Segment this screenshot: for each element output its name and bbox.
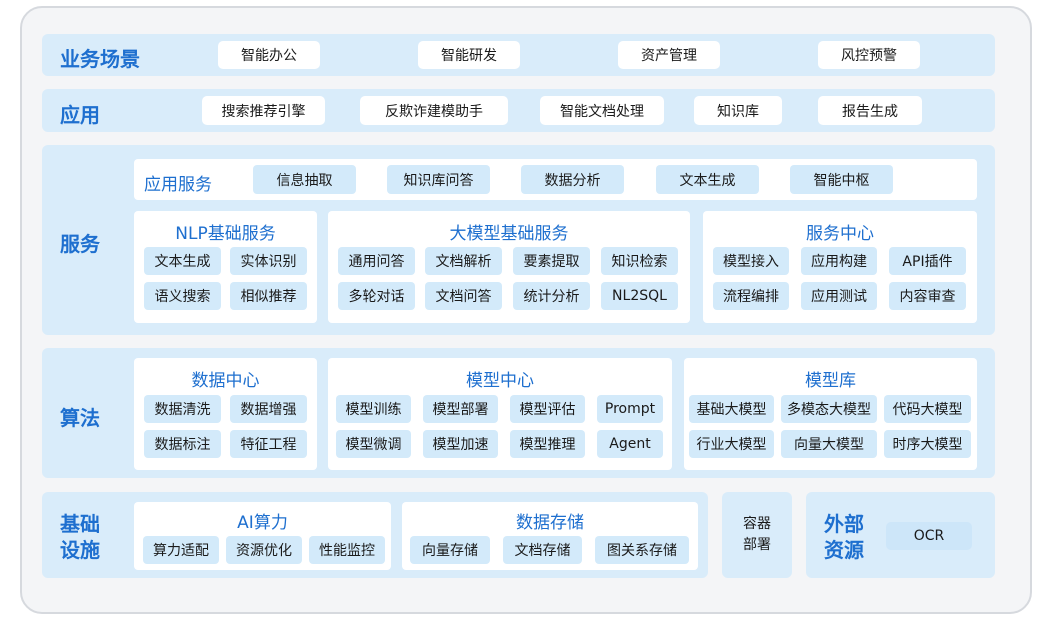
model-center-item[interactable]: 模型评估 — [510, 395, 585, 423]
application-item[interactable]: 智能文档处理 — [540, 96, 664, 125]
llm-item[interactable]: 知识检索 — [601, 247, 678, 275]
app-service-row: 应用服务 信息抽取 知识库问答 数据分析 文本生成 智能中枢 — [134, 159, 977, 200]
data-storage-item[interactable]: 图关系存储 — [595, 536, 689, 564]
data-center-item[interactable]: 数据增强 — [230, 395, 307, 423]
ocr-chip[interactable]: OCR — [886, 522, 972, 550]
ai-compute-item[interactable]: 资源优化 — [226, 536, 302, 564]
app-service-label: 应用服务 — [144, 175, 212, 195]
app-service-item[interactable]: 信息抽取 — [253, 165, 356, 194]
data-center-item[interactable]: 数据清洗 — [144, 395, 221, 423]
model-center-panel: 模型中心 模型训练 模型部署 模型评估 Prompt 模型微调 模型加速 模型推… — [328, 358, 672, 470]
model-center-item[interactable]: Agent — [597, 430, 663, 458]
service-center-item[interactable]: 模型接入 — [713, 247, 789, 275]
model-center-item[interactable]: 模型训练 — [336, 395, 411, 423]
service-center-panel: 服务中心 模型接入 应用构建 API插件 流程编排 应用测试 内容审查 — [703, 211, 977, 323]
model-library-item[interactable]: 时序大模型 — [884, 430, 971, 458]
model-center-item[interactable]: Prompt — [597, 395, 663, 423]
application-item[interactable]: 报告生成 — [818, 96, 922, 125]
application-item[interactable]: 搜索推荐引擎 — [202, 96, 325, 125]
external-resources-title: 外部 资源 — [824, 511, 864, 563]
app-service-item[interactable]: 文本生成 — [656, 165, 759, 194]
service-center-item[interactable]: API插件 — [889, 247, 966, 275]
ai-compute-panel: AI算力 算力适配 资源优化 性能监控 — [134, 502, 391, 570]
container-deploy-box[interactable]: 容器 部署 — [722, 492, 792, 578]
scenario-item[interactable]: 资产管理 — [618, 41, 720, 69]
ai-compute-item[interactable]: 算力适配 — [143, 536, 219, 564]
model-library-item[interactable]: 基础大模型 — [689, 395, 774, 423]
nlp-title: NLP基础服务 — [175, 224, 276, 244]
llm-item[interactable]: 统计分析 — [513, 282, 590, 310]
model-center-item[interactable]: 模型微调 — [336, 430, 411, 458]
nlp-item[interactable]: 实体识别 — [230, 247, 307, 275]
data-center-panel: 数据中心 数据清洗 数据增强 数据标注 特征工程 — [134, 358, 317, 470]
service-center-title: 服务中心 — [806, 224, 874, 244]
service-title: 服务 — [60, 232, 100, 256]
model-library-item[interactable]: 多模态大模型 — [781, 395, 877, 423]
container-deploy-line1: 容器 — [743, 516, 771, 532]
algorithm-title: 算法 — [60, 406, 100, 430]
external-resources-box: 外部 资源 OCR — [806, 492, 995, 578]
app-service-item[interactable]: 知识库问答 — [387, 165, 490, 194]
nlp-panel: NLP基础服务 文本生成 实体识别 语义搜索 相似推荐 — [134, 211, 317, 323]
data-storage-item[interactable]: 文档存储 — [503, 536, 582, 564]
infrastructure-band: 基础 设施 AI算力 算力适配 资源优化 性能监控 数据存储 向量存储 文档存储… — [42, 492, 708, 578]
nlp-item[interactable]: 文本生成 — [144, 247, 221, 275]
nlp-item[interactable]: 语义搜索 — [144, 282, 221, 310]
llm-item[interactable]: 文档问答 — [425, 282, 502, 310]
application-item[interactable]: 反欺诈建模助手 — [360, 96, 508, 125]
service-center-item[interactable]: 流程编排 — [713, 282, 789, 310]
scenario-item[interactable]: 智能办公 — [218, 41, 320, 69]
application-title: 应用 — [60, 103, 100, 127]
ai-compute-title: AI算力 — [237, 513, 288, 533]
data-center-title: 数据中心 — [191, 371, 260, 391]
app-service-item[interactable]: 智能中枢 — [790, 165, 893, 194]
model-library-item[interactable]: 行业大模型 — [689, 430, 774, 458]
data-storage-title: 数据存储 — [516, 513, 584, 533]
infrastructure-title-line1: 基础 — [60, 512, 100, 536]
llm-item[interactable]: 多轮对话 — [338, 282, 415, 310]
data-storage-item[interactable]: 向量存储 — [410, 536, 490, 564]
algorithm-band: 算法 数据中心 数据清洗 数据增强 数据标注 特征工程 模型中心 模型训练 模型… — [42, 348, 995, 478]
model-library-item[interactable]: 向量大模型 — [781, 430, 877, 458]
scenario-item[interactable]: 风控预警 — [818, 41, 920, 69]
llm-title: 大模型基础服务 — [449, 224, 569, 244]
scenario-band: 业务场景 智能办公 智能研发 资产管理 风控预警 — [42, 34, 995, 76]
container-deploy-line2: 部署 — [743, 537, 771, 553]
service-band: 服务 应用服务 信息抽取 知识库问答 数据分析 文本生成 智能中枢 NLP基础服… — [42, 145, 995, 335]
model-center-title: 模型中心 — [466, 371, 534, 391]
data-storage-panel: 数据存储 向量存储 文档存储 图关系存储 — [402, 502, 698, 570]
model-library-title: 模型库 — [805, 371, 856, 391]
infrastructure-title-line2: 设施 — [60, 538, 100, 562]
data-center-item[interactable]: 特征工程 — [230, 430, 307, 458]
application-item[interactable]: 知识库 — [694, 96, 782, 125]
model-library-item[interactable]: 代码大模型 — [884, 395, 971, 423]
llm-item[interactable]: NL2SQL — [601, 282, 678, 310]
model-library-panel: 模型库 基础大模型 多模态大模型 代码大模型 行业大模型 向量大模型 时序大模型 — [684, 358, 977, 470]
llm-item[interactable]: 通用问答 — [338, 247, 415, 275]
scenario-title: 业务场景 — [60, 47, 140, 71]
app-service-item[interactable]: 数据分析 — [521, 165, 624, 194]
scenario-item[interactable]: 智能研发 — [418, 41, 520, 69]
external-title-line1: 外部 — [824, 512, 864, 536]
data-center-item[interactable]: 数据标注 — [144, 430, 221, 458]
model-center-item[interactable]: 模型推理 — [510, 430, 585, 458]
llm-panel: 大模型基础服务 通用问答 文档解析 要素提取 知识检索 多轮对话 文档问答 统计… — [328, 211, 690, 323]
llm-item[interactable]: 要素提取 — [513, 247, 590, 275]
external-title-line2: 资源 — [824, 538, 864, 562]
container-deploy-label: 容器 部署 — [722, 514, 792, 556]
service-center-item[interactable]: 应用测试 — [801, 282, 877, 310]
service-center-item[interactable]: 内容审查 — [889, 282, 966, 310]
application-band: 应用 搜索推荐引擎 反欺诈建模助手 智能文档处理 知识库 报告生成 — [42, 89, 995, 132]
llm-item[interactable]: 文档解析 — [425, 247, 502, 275]
ai-compute-item[interactable]: 性能监控 — [309, 536, 385, 564]
infrastructure-title: 基础 设施 — [60, 511, 100, 563]
model-center-item[interactable]: 模型加速 — [423, 430, 498, 458]
service-center-item[interactable]: 应用构建 — [801, 247, 877, 275]
model-center-item[interactable]: 模型部署 — [423, 395, 498, 423]
nlp-item[interactable]: 相似推荐 — [230, 282, 307, 310]
